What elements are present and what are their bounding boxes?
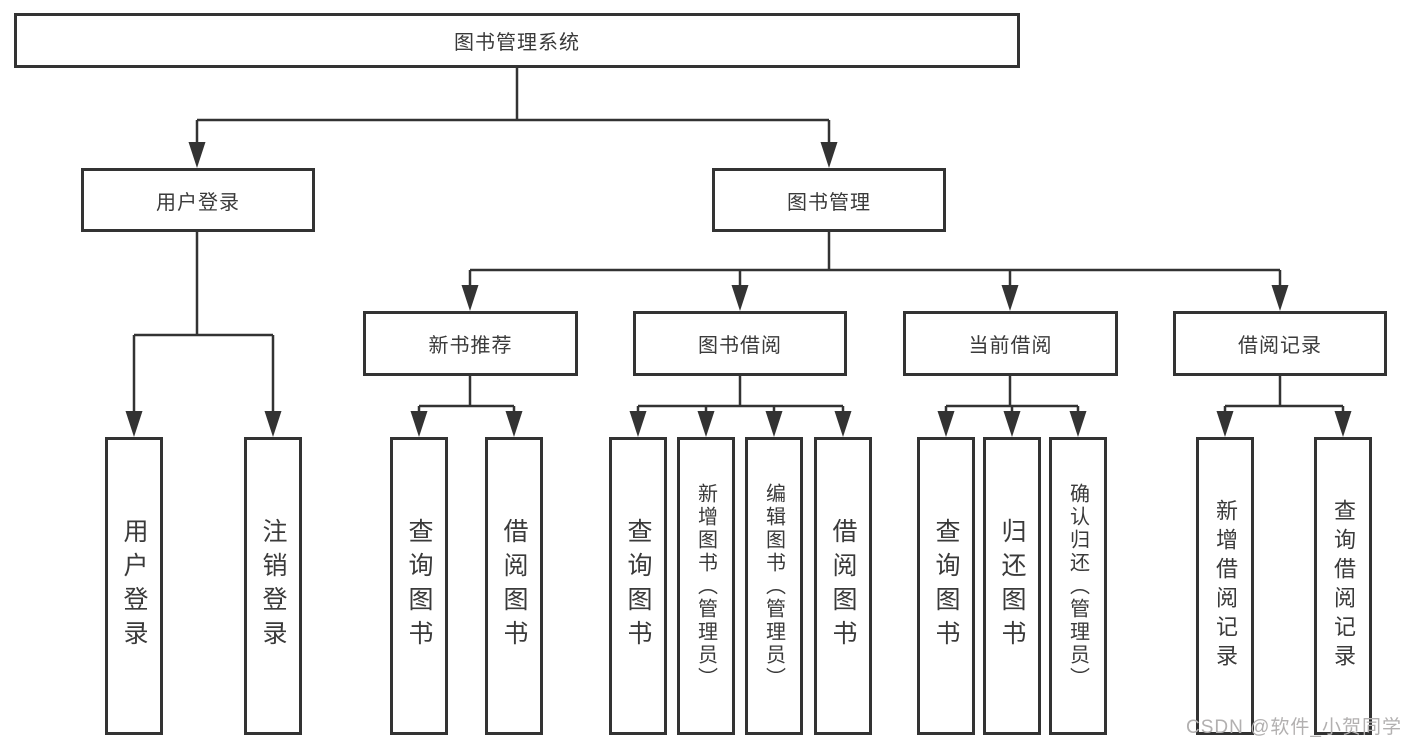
leaf-add-books-admin: 新增图书（管理员） xyxy=(677,437,735,735)
leaf-query-books-recommend-label: 查询图书 xyxy=(405,518,433,654)
leaf-confirm-return-admin: 确认归还（管理员） xyxy=(1049,437,1107,735)
leaf-query-books-borrow: 查询图书 xyxy=(609,437,667,735)
node-user-login: 用户登录 xyxy=(81,168,315,232)
leaf-borrow-books-recommend: 借阅图书 xyxy=(485,437,543,735)
leaf-query-books-current-label: 查询图书 xyxy=(932,518,960,654)
leaf-return-books: 归还图书 xyxy=(983,437,1041,735)
leaf-user-login-label: 用户登录 xyxy=(120,518,148,654)
leaf-edit-books-admin-label: 编辑图书（管理员） xyxy=(762,482,785,690)
leaf-add-borrow-record-label: 新增借阅记录 xyxy=(1213,499,1238,673)
node-new-book-recommend: 新书推荐 xyxy=(363,311,578,376)
watermark: CSDN @软件_小贺同学 xyxy=(1186,717,1402,738)
leaf-add-books-admin-label: 新增图书（管理员） xyxy=(694,482,717,690)
node-book-borrow: 图书借阅 xyxy=(633,311,847,376)
leaf-query-books-current: 查询图书 xyxy=(917,437,975,735)
leaf-borrow-books: 借阅图书 xyxy=(814,437,872,735)
node-current-borrow: 当前借阅 xyxy=(903,311,1118,376)
leaf-query-borrow-record-label: 查询借阅记录 xyxy=(1331,499,1356,673)
connector-path xyxy=(132,68,1345,415)
leaf-confirm-return-admin-label: 确认归还（管理员） xyxy=(1066,482,1089,690)
leaf-logout: 注销登录 xyxy=(244,437,302,735)
node-book-management: 图书管理 xyxy=(712,168,946,232)
leaf-user-login: 用户登录 xyxy=(105,437,163,735)
leaf-return-books-label: 归还图书 xyxy=(998,518,1026,654)
leaf-borrow-books-label: 借阅图书 xyxy=(829,518,857,654)
leaf-edit-books-admin: 编辑图书（管理员） xyxy=(745,437,803,735)
leaf-query-books-recommend: 查询图书 xyxy=(390,437,448,735)
leaf-add-borrow-record: 新增借阅记录 xyxy=(1196,437,1254,735)
leaf-logout-label: 注销登录 xyxy=(259,518,287,654)
node-library-management-system: 图书管理系统 xyxy=(14,13,1020,68)
arrowheads xyxy=(125,142,1352,437)
leaf-query-borrow-record: 查询借阅记录 xyxy=(1314,437,1372,735)
leaf-query-books-borrow-label: 查询图书 xyxy=(624,518,652,654)
leaf-borrow-books-recommend-label: 借阅图书 xyxy=(500,518,528,654)
node-borrow-records: 借阅记录 xyxy=(1173,311,1387,376)
